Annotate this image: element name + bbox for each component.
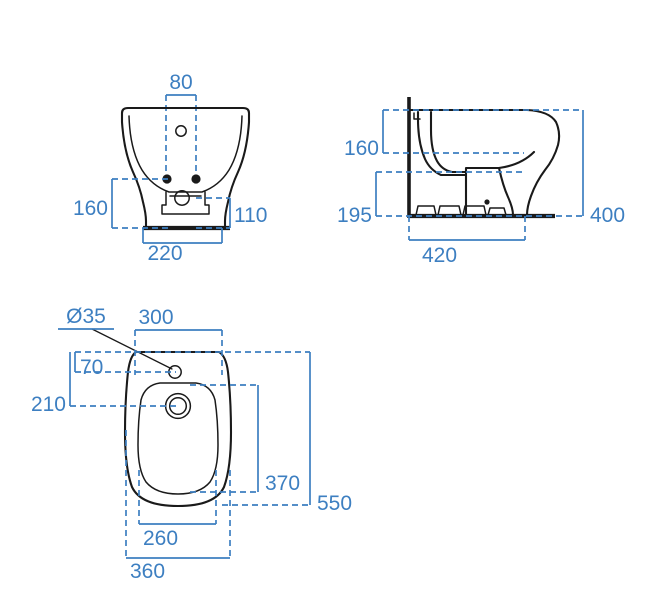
side-dim-195-lines: [375, 171, 583, 217]
side-base-detail: [415, 199, 507, 216]
plan-dim-360-lines: [125, 430, 231, 559]
front-dim-110-lines: [196, 197, 231, 229]
plan-holes: [164, 365, 192, 420]
plan-dim-210-label: 210: [31, 393, 66, 416]
side-view: 160 195 400 420: [337, 97, 625, 267]
front-view: 80 160 110 220: [73, 71, 268, 265]
side-dim-400-label: 400: [590, 204, 625, 227]
plan-dim-300-label: 300: [138, 306, 173, 329]
front-dim-160-lines: [111, 178, 168, 229]
plan-dim-70-label: 70: [80, 356, 103, 379]
side-dim-195-label: 195: [337, 204, 372, 227]
front-dim-80-label: 80: [169, 71, 192, 94]
plan-view: Ø35 300 70 210 370 550 260 360: [31, 305, 352, 583]
plan-dim-260-lines: [138, 470, 217, 525]
plan-body-outline: [123, 350, 233, 508]
plan-dim-370-label: 370: [265, 472, 300, 495]
front-fixing-holes: [162, 125, 201, 206]
side-dim-420-label: 420: [422, 244, 457, 267]
plan-dim-370-lines: [190, 384, 259, 493]
side-dim-420-lines: [408, 216, 526, 241]
front-dim-110-label: 110: [234, 204, 267, 227]
front-dim-160-label: 160: [73, 197, 108, 220]
front-dim-80-lines: [165, 94, 197, 182]
side-dim-160-label: 160: [344, 137, 379, 160]
plan-dim-550-label: 550: [317, 492, 352, 515]
front-dim-220-lines: [142, 228, 223, 244]
side-dim-160-lines: [382, 109, 583, 154]
plan-dim-550-lines: [222, 352, 311, 506]
plan-dim-70-lines: [74, 351, 310, 373]
plan-dim-d35-label: Ø35: [66, 305, 106, 328]
plan-dim-210-lines: [69, 352, 180, 407]
plan-d35-leader: [58, 328, 173, 370]
front-dim-220-label: 220: [147, 242, 182, 265]
plan-dim-260-label: 260: [143, 527, 178, 550]
plan-dim-360-label: 360: [130, 560, 165, 583]
side-body-outline: [407, 108, 561, 217]
